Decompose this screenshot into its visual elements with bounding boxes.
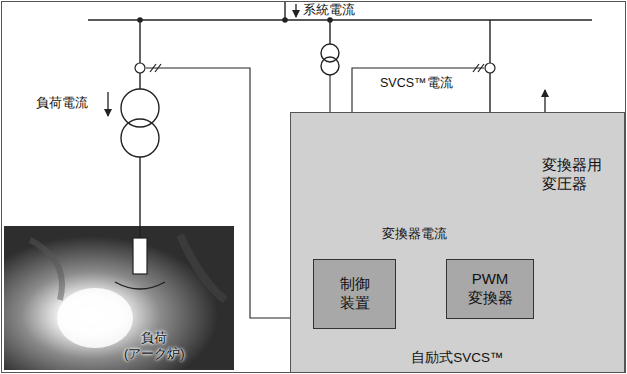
box-text: PWM 変換器: [468, 270, 513, 308]
control-box: 制御 装置: [313, 259, 396, 329]
current-label: SVCS™電流: [380, 76, 453, 91]
current-arrow: [108, 4, 545, 124]
junction-dot: [282, 17, 288, 23]
converter-box: PWM 変換器: [446, 259, 534, 319]
junction-dot: [327, 17, 333, 23]
arc-symbol: [115, 282, 165, 289]
junction-dot: [137, 17, 143, 23]
arc-furnace-photo: [4, 226, 234, 370]
system-region: 自励式SVCS™ 制御 装置 PWM 変換器: [290, 112, 625, 373]
transformer-label: 変換器用 変圧器: [542, 156, 602, 194]
region-heading: 自励式SVCS™: [291, 350, 624, 367]
box-text: 制御 装置: [340, 275, 370, 313]
current-label: 変換器電流: [382, 227, 447, 242]
load-label: 負荷 (アーク炉): [124, 330, 185, 363]
current-label: 系統電流: [303, 3, 355, 18]
electrode: [133, 238, 147, 274]
current-label: 負荷電流: [36, 96, 88, 111]
